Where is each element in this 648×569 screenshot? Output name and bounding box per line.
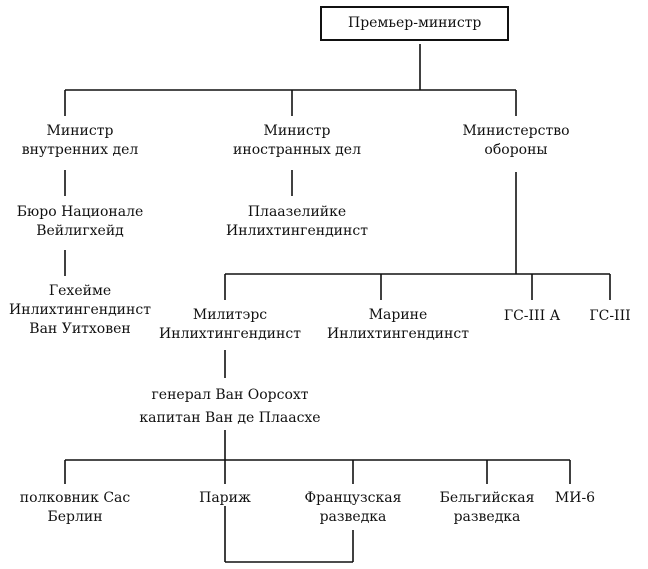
french-intel-node: Французская разведка xyxy=(293,489,413,527)
gs3-node: ГС-III xyxy=(576,307,644,326)
node-line: Инлихтингендинст xyxy=(159,326,301,342)
node-line: МИ-6 xyxy=(554,490,596,506)
node-line: ГС-III А xyxy=(503,308,561,324)
node-line: Ван Уитховен xyxy=(29,321,131,337)
node-line: полковник Сас xyxy=(19,490,131,506)
node-line: Премьер-министр xyxy=(348,15,482,31)
node-line: генерал Ван Оорсохт xyxy=(151,387,309,403)
minister-interior-node: Министр внутренних дел xyxy=(0,122,160,160)
node-line: капитан Ван де Плаасхе xyxy=(139,410,321,426)
node-line: Гехейме xyxy=(48,283,112,299)
node-line: Бюро Национале xyxy=(16,204,144,220)
node-line: внутренних дел xyxy=(21,142,139,158)
node-line: иностранных дел xyxy=(233,142,361,158)
node-line: Инлихтингендинст xyxy=(327,326,469,342)
geheime-node: Гехейме Инлихтингендинст Ван Уитховен xyxy=(0,282,165,339)
generals-node: генерал Ван Оорсохт капитан Ван де Плаас… xyxy=(130,384,330,430)
node-line: Министр xyxy=(46,123,114,139)
minister-foreign-node: Министр иностранных дел xyxy=(222,122,372,160)
ministry-defence-node: Министерство обороны xyxy=(456,122,576,160)
sas-node: полковник Сас Берлин xyxy=(10,489,140,527)
node-line: Марине xyxy=(368,307,428,323)
node-line: Министр xyxy=(263,123,331,139)
bureau-node: Бюро Национале Вейлигхейд xyxy=(0,203,160,241)
paris-node: Париж xyxy=(185,489,265,508)
node-line: Министерство xyxy=(462,123,570,139)
node-line: Инлихтингендинст xyxy=(9,302,151,318)
mi6-node: МИ-6 xyxy=(545,489,605,508)
node-line: Париж xyxy=(199,490,251,506)
node-line: Берлин xyxy=(47,509,103,525)
belgian-intel-node: Бельгийская разведка xyxy=(425,489,549,527)
militair-node: Милитэрс Инлихтингендинст xyxy=(150,306,310,344)
node-line: Плаазелийке xyxy=(247,204,347,220)
node-line: Вейлигхейд xyxy=(36,223,124,239)
node-line: обороны xyxy=(484,142,548,158)
node-line: разведка xyxy=(453,509,521,525)
node-line: Инлихтингендинст xyxy=(226,223,368,239)
gs3a-node: ГС-III А xyxy=(492,307,572,326)
plaazelijke-node: Плаазелийке Инлихтингендинст xyxy=(212,203,382,241)
prime-minister-box: Премьер-министр xyxy=(320,6,510,41)
node-line: Французская xyxy=(304,490,402,506)
node-line: Бельгийская xyxy=(439,490,535,506)
node-line: Милитэрс xyxy=(192,307,268,323)
node-line: ГС-III xyxy=(589,308,631,324)
marine-node: Марине Инлихтингендинст xyxy=(318,306,478,344)
node-line: разведка xyxy=(319,509,387,525)
